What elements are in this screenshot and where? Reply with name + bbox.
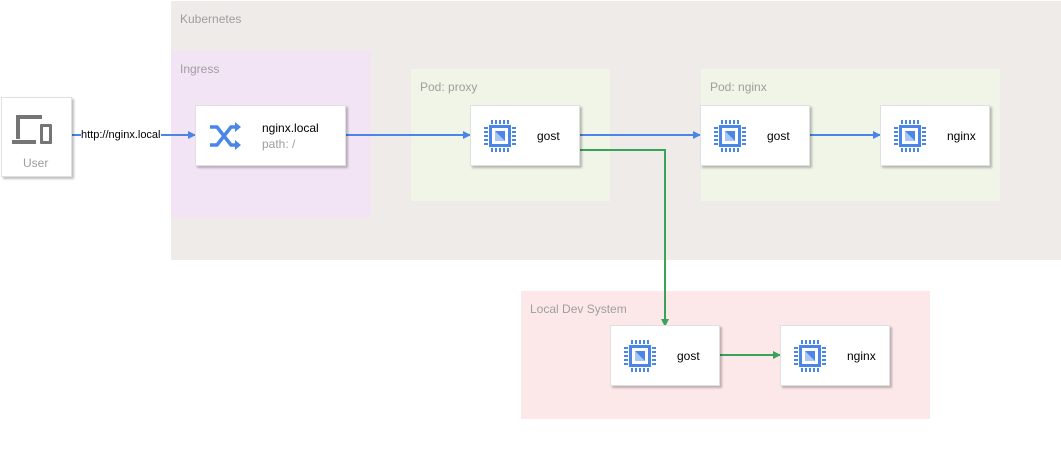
ingress-path: path: / [262, 137, 296, 151]
nginx-nginx-node[interactable]: nginx [880, 105, 990, 166]
user-label: User [23, 156, 49, 170]
ingress-node[interactable]: nginx.local path: / [195, 105, 346, 166]
kubernetes-group-label: Kubernetes [180, 12, 242, 26]
shuffle-icon [210, 122, 241, 150]
devices-icon [12, 115, 52, 144]
proxy-gost-label: gost [537, 129, 560, 143]
ingress-title: nginx.local [262, 121, 319, 135]
local-nginx-node[interactable]: nginx [780, 325, 890, 386]
pod-proxy-group-label: Pod: proxy [420, 80, 478, 94]
edge-label-url: http://nginx.local [81, 129, 161, 141]
chip-icon [794, 340, 826, 372]
local-gost-node[interactable]: gost [610, 325, 720, 386]
nginx-gost-node[interactable]: gost [700, 105, 810, 166]
user-node[interactable]: User [1, 97, 72, 177]
local-gost-label: gost [677, 349, 700, 363]
chip-icon [894, 120, 926, 152]
nginx-nginx-label: nginx [947, 129, 976, 143]
edge-proxy-gost-to-local-gost [580, 149, 669, 327]
proxy-gost-node[interactable]: gost [470, 105, 580, 166]
ingress-group-label: Ingress [180, 62, 220, 76]
chip-icon [484, 120, 516, 152]
nginx-gost-label: gost [767, 129, 790, 143]
pod-nginx-group-label: Pod: nginx [710, 80, 767, 94]
chip-icon [624, 340, 656, 372]
local-nginx-label: nginx [847, 349, 876, 363]
local-dev-group-label: Local Dev System [530, 302, 627, 316]
chip-icon [714, 120, 746, 152]
